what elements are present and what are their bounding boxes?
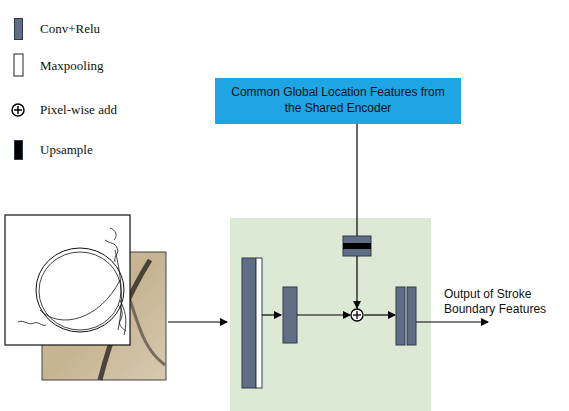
legend-label: Conv+Relu bbox=[40, 21, 100, 37]
legend-label: Pixel-wise add bbox=[40, 102, 117, 118]
layers bbox=[242, 236, 416, 388]
pixel-add-symbol bbox=[351, 309, 363, 321]
legend-swatch bbox=[14, 140, 23, 160]
legend-label: Maxpooling bbox=[40, 58, 104, 74]
input-arrow bbox=[168, 321, 227, 322]
box-text: Common Global Location Features from the… bbox=[223, 85, 453, 116]
legend-swatch bbox=[14, 18, 23, 40]
module-region bbox=[230, 218, 431, 411]
legend-symbols bbox=[12, 54, 24, 116]
output-label: Output of Stroke Boundary Features bbox=[444, 287, 568, 317]
input-images bbox=[5, 215, 166, 380]
feature-box: Common Global Location Features from the… bbox=[215, 78, 461, 124]
legend-label: Upsample bbox=[40, 142, 93, 158]
